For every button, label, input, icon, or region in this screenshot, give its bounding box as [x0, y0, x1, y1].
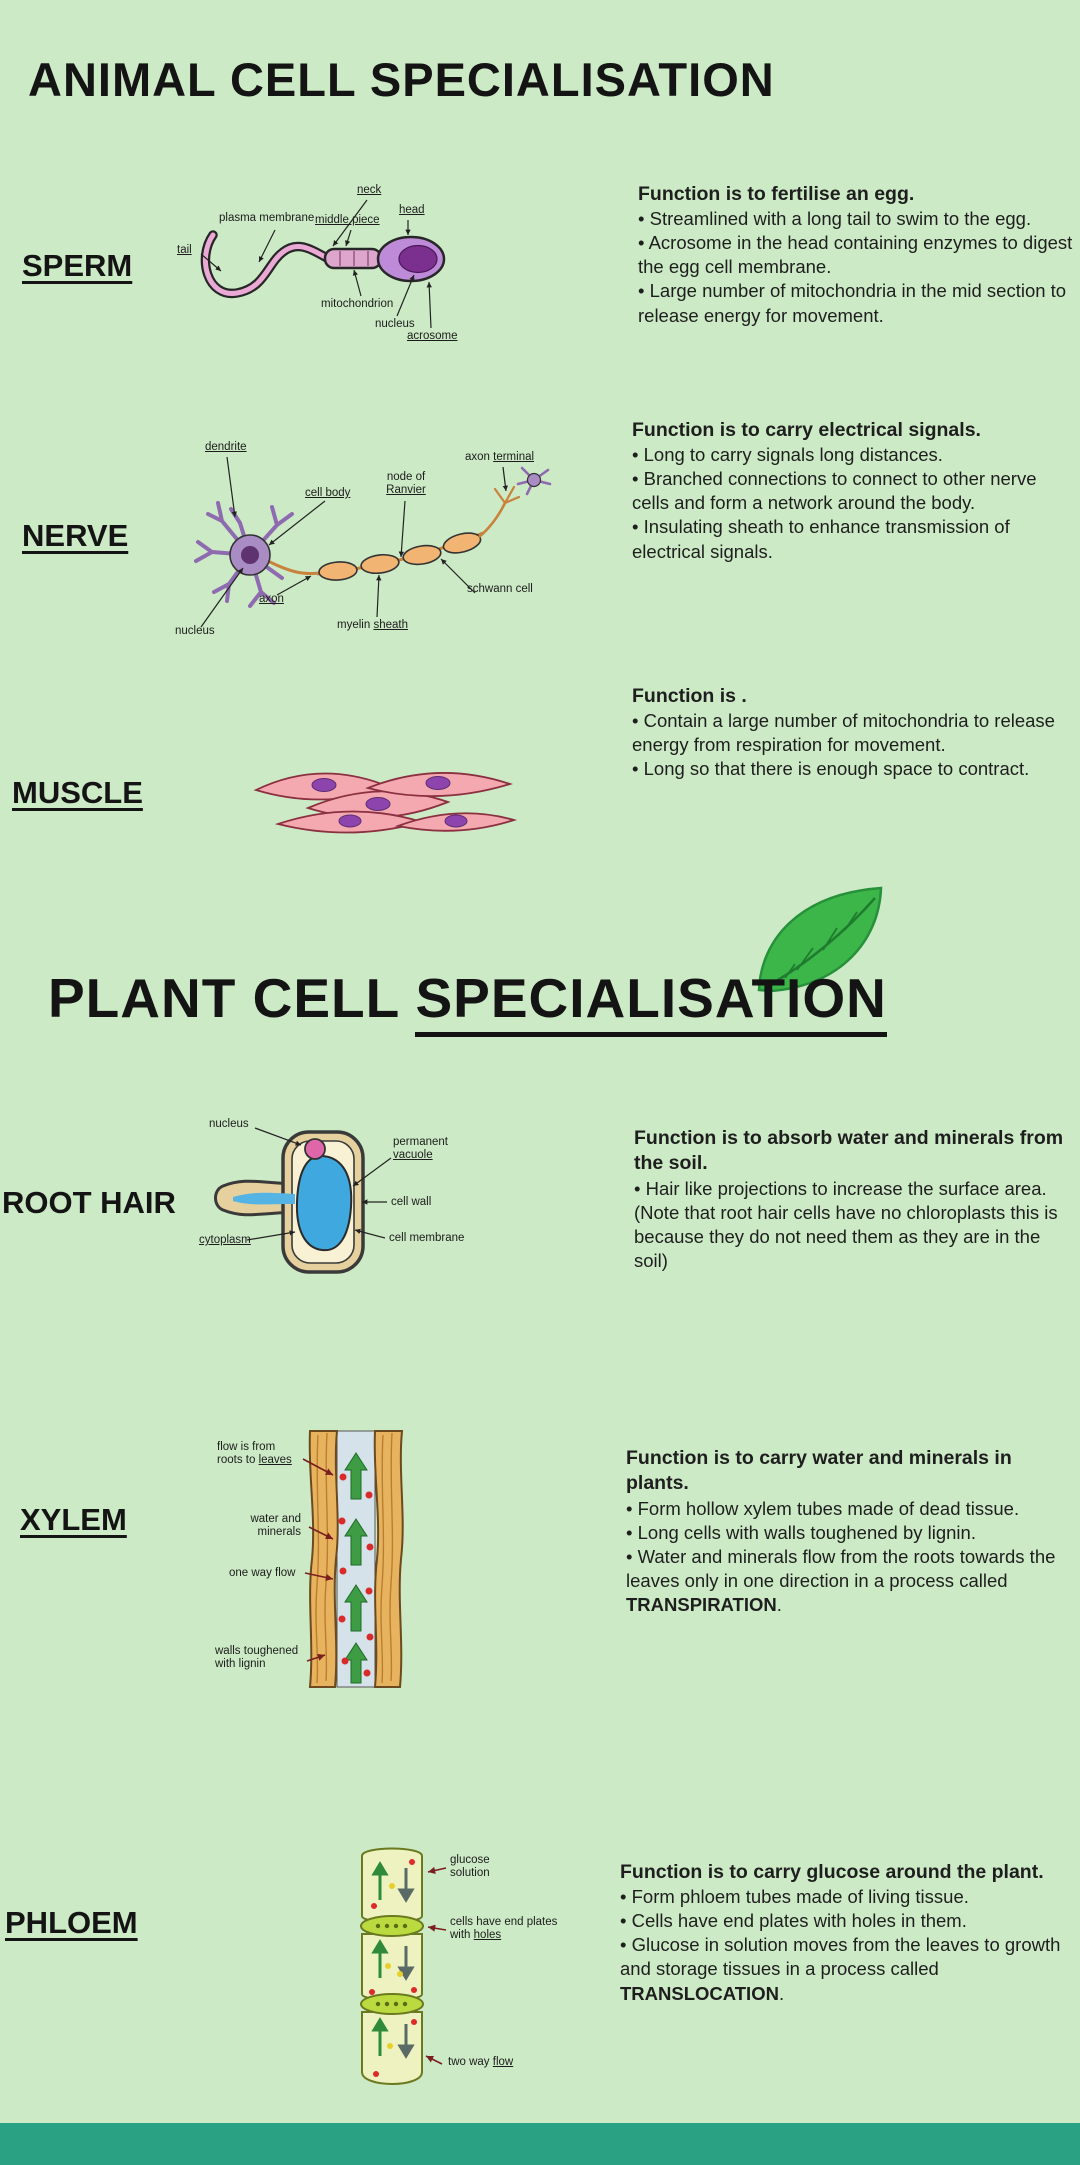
- nerve-diagram: dendrite axon terminal cell body node of…: [165, 435, 595, 650]
- root-hair-cell-drawing: [214, 1127, 392, 1274]
- nerve-label-schwann-cell: schwann cell: [467, 583, 533, 595]
- phloem-heading: PHLOEM: [5, 1905, 138, 1940]
- muscle-function: Function is .: [632, 685, 747, 707]
- sperm-label-neck: neck: [357, 184, 382, 196]
- root-hair-label-cell-wall: cell wall: [391, 1196, 432, 1208]
- phloem-function: Function is to carry glucose around the …: [620, 1861, 1044, 1883]
- nerve-function: Function is to carry electrical signals.: [632, 419, 981, 441]
- nerve-label-axon-terminal: axon terminal: [465, 451, 535, 463]
- root-hair-bullet: • Hair like projections to increase the …: [634, 1177, 1058, 1271]
- root-hair-label-cell-membrane: cell membrane: [389, 1232, 465, 1244]
- root-hair-label-cytoplasm: cytoplasm: [199, 1234, 251, 1246]
- nerve-label-myelin-sheath: myelin sheath: [337, 619, 408, 631]
- root-hair-function: Function is to absorb water and minerals…: [634, 1127, 1064, 1175]
- sperm-label-nucleus: nucleus: [375, 318, 415, 330]
- phloem-label-two-way-flow: two way flow: [448, 2056, 514, 2068]
- sperm-bullet: • Large number of mitochondria in the mi…: [638, 280, 1067, 326]
- nerve-bullet: • Long to carry signals long distances.: [632, 444, 943, 466]
- xylem-heading: XYLEM: [20, 1502, 127, 1537]
- sperm-label-plasma-membrane: plasma membrane: [219, 212, 315, 224]
- nerve-label-dendrite: dendrite: [205, 441, 247, 453]
- sperm-label-mitochondrion: mitochondrion: [321, 298, 394, 310]
- sperm-label-tail: tail: [177, 244, 192, 256]
- sperm-label-acrosome: acrosome: [407, 330, 458, 342]
- nerve-label-nucleus: nucleus: [175, 625, 215, 637]
- leaf-icon: [745, 878, 895, 1008]
- muscle-heading: MUSCLE: [12, 775, 143, 810]
- nerve-heading: NERVE: [22, 518, 129, 553]
- sperm-description: Function is to fertilise an egg. • Strea…: [638, 182, 1074, 328]
- xylem-description: Function is to carry water and minerals …: [626, 1446, 1074, 1617]
- muscle-description: Function is . • Contain a large number o…: [632, 684, 1072, 781]
- nerve-bullet: • Branched connections to connect to oth…: [632, 468, 1037, 514]
- sperm-diagram: plasma membrane neck middle piece head t…: [175, 160, 495, 350]
- xylem-bullet-transpiration: • Water and minerals flow from the roots…: [626, 1545, 1056, 1615]
- sperm-heading: SPERM: [22, 248, 133, 283]
- sperm-bullet: • Acrosome in the head containing enzyme…: [638, 232, 1073, 278]
- sperm-bullet: • Streamlined with a long tail to swim t…: [638, 208, 1032, 230]
- sperm-cell-drawing: [200, 199, 446, 329]
- phloem-tube-drawing: [360, 1847, 447, 2085]
- nerve-bullet: • Insulating sheath to enhance transmiss…: [632, 516, 1010, 562]
- phloem-bullet: • Form phloem tubes made of living tissu…: [620, 1886, 969, 1908]
- plant-title: PLANT CELL SPECIALISATION: [48, 966, 887, 1037]
- phloem-bullet-translocation: • Glucose in solution moves from the lea…: [620, 1934, 1061, 2004]
- plant-title-pre: PLANT CELL: [48, 967, 400, 1029]
- nerve-cell-drawing: [194, 456, 552, 628]
- nerve-label-cell-body: cell body: [305, 487, 351, 499]
- xylem-label-one-way-flow: one way flow: [229, 1567, 296, 1579]
- muscle-cells-drawing: [253, 772, 518, 834]
- animal-title: ANIMAL CELL SPECIALISATION: [28, 53, 775, 106]
- sperm-label-head: head: [399, 204, 425, 216]
- xylem-bullet: • Long cells with walls toughened by lig…: [626, 1521, 976, 1543]
- root-hair-description: Function is to absorb water and minerals…: [634, 1126, 1074, 1273]
- plant-title-underlined: SPECIALISATION: [415, 967, 887, 1037]
- sperm-function: Function is to fertilise an egg.: [638, 183, 915, 205]
- nerve-label-axon: axon: [259, 593, 284, 605]
- root-hair-label-nucleus: nucleus: [209, 1118, 249, 1130]
- root-hair-heading: ROOT HAIR: [2, 1185, 176, 1220]
- xylem-vessel-drawing: [302, 1430, 404, 1688]
- phloem-description: Function is to carry glucose around the …: [620, 1860, 1072, 2006]
- muscle-bullet: • Long so that there is enough space to …: [632, 758, 1030, 780]
- footer-bar: [0, 2123, 1080, 2165]
- muscle-bullet: • Contain a large number of mitochondria…: [632, 710, 1055, 756]
- muscle-diagram: [250, 740, 520, 860]
- xylem-bullet: • Form hollow xylem tubes made of dead t…: [626, 1497, 1020, 1519]
- phloem-bullet: • Cells have end plates with holes in th…: [620, 1910, 967, 1932]
- nerve-description: Function is to carry electrical signals.…: [632, 418, 1074, 564]
- xylem-function: Function is to carry water and minerals …: [626, 1447, 1012, 1495]
- sperm-label-middle-piece: middle piece: [315, 214, 380, 226]
